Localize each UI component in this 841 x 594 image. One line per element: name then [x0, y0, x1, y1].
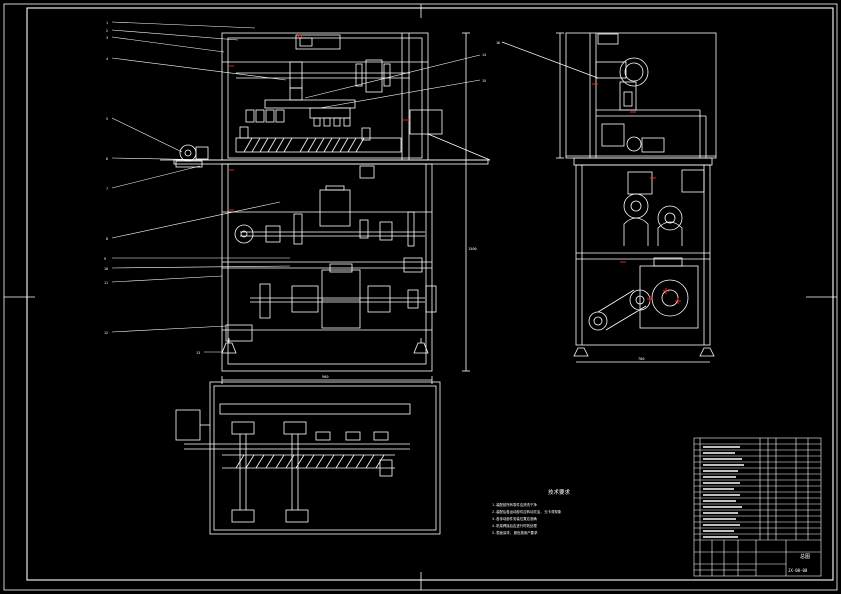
balloon-number: 11	[104, 281, 108, 285]
title-block-text: 总图 JX-00-00	[788, 553, 810, 573]
balloon-number: 3	[106, 36, 108, 40]
front-view-accent-marks	[228, 34, 410, 211]
balloon-numbers-left: 1 2 3 4 5 6 7 8 9 10 11 12 13	[104, 21, 200, 355]
sheet-frame	[3, 3, 838, 591]
balloon-number: 1	[106, 21, 108, 25]
drawing-number: JX-00-00	[788, 568, 808, 573]
balloon-numbers-right: 14 15 16	[482, 41, 500, 83]
side-view-accent-marks	[592, 83, 681, 304]
drawing-title: 总图	[800, 553, 810, 560]
balloon-number: 6	[106, 157, 108, 161]
dim-front-width: 900	[322, 375, 329, 379]
notes-block: 技术要求 1.装配前所有零件应清洗干净 2.装配后各运动部件应转动灵活, 无卡滞…	[492, 488, 571, 535]
notes-line: 5.表面涂漆, 颜色按用户要求	[492, 530, 538, 535]
balloon-number: 14	[482, 53, 486, 57]
balloon-number: 15	[482, 79, 486, 83]
dim-side-width: 700	[638, 357, 645, 361]
front-view-leaders	[111, 21, 481, 353]
balloon-number: 8	[106, 237, 108, 241]
front-view	[160, 32, 491, 384]
notes-heading: 技术要求	[548, 488, 571, 496]
balloon-number: 7	[106, 187, 108, 191]
balloon-number: 4	[106, 57, 108, 61]
side-view	[501, 32, 717, 363]
dimension-text: 900 1500 700	[322, 247, 645, 379]
plan-view	[175, 381, 441, 535]
notes-line: 2.装配后各运动部件应转动灵活, 无卡滞现象	[492, 509, 562, 514]
balloon-number: 2	[106, 29, 108, 33]
balloon-number: 5	[106, 117, 108, 121]
balloon-number: 13	[196, 351, 200, 355]
title-block-row-text-lines	[703, 446, 744, 538]
balloon-number: 12	[104, 331, 108, 335]
notes-line: 1.装配前所有零件应清洗干净	[492, 502, 537, 507]
balloon-number: 16	[496, 41, 500, 45]
title-block	[693, 437, 822, 577]
dim-front-height: 1500	[468, 247, 477, 251]
notes-line: 3.各传动部件安装位置应准确	[492, 516, 537, 521]
balloon-number: 9	[104, 257, 106, 261]
balloon-number: 10	[104, 267, 108, 271]
notes-line: 4.机架焊接后应进行时效处理	[492, 523, 537, 528]
